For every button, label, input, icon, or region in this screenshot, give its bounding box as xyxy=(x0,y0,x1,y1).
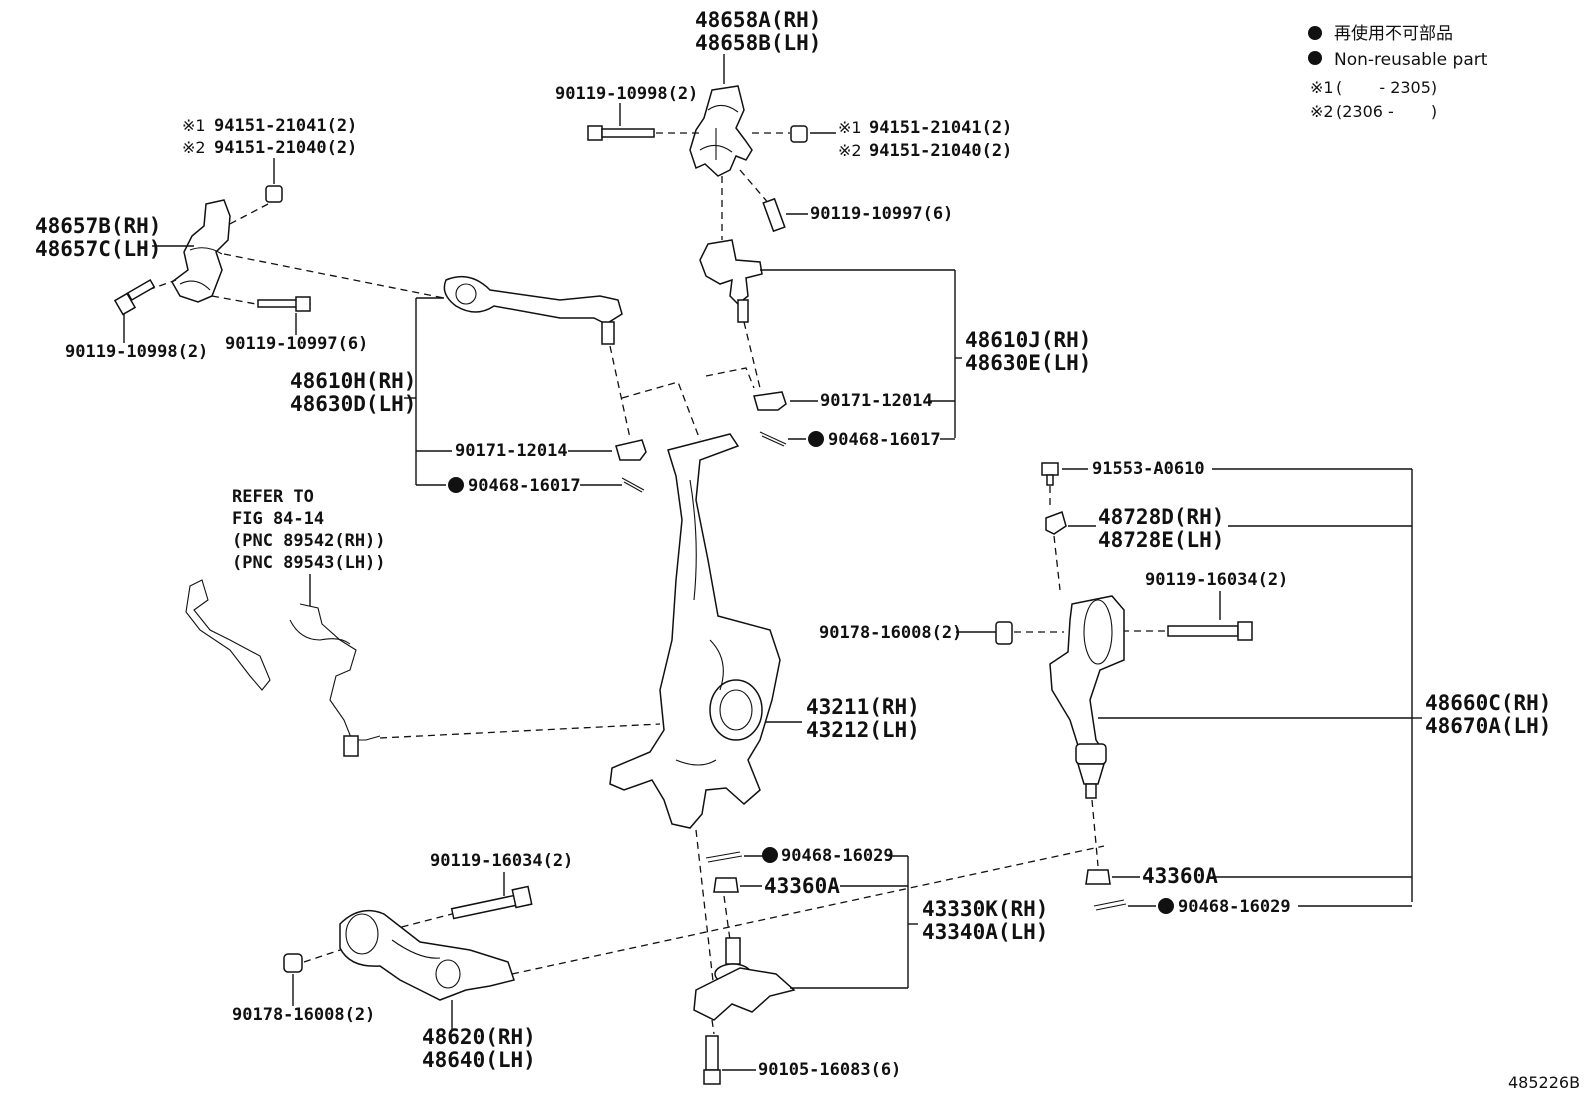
label-48657B: 48657B(RH) xyxy=(35,214,161,238)
non-reusable-dot-icon xyxy=(808,431,824,447)
upper-arm-rear-part xyxy=(699,239,763,323)
bolt-icon xyxy=(587,125,655,141)
label-nut-43360A-right: 43360A xyxy=(1142,864,1218,888)
bolt-icon xyxy=(1167,621,1253,641)
label-nut-top-right-2-mark: ※2 xyxy=(838,141,862,160)
label-pin-90468-29-right: 90468-16029 xyxy=(1178,897,1291,917)
left-bracket-part xyxy=(171,199,231,303)
cotter-pin-icon xyxy=(621,477,645,493)
castle-nut-icon xyxy=(615,439,647,461)
non-reusable-dot-icon xyxy=(762,847,778,863)
label-nut-top-right-1: 94151-21041(2) xyxy=(869,118,1012,138)
bolt-icon xyxy=(113,279,156,316)
nut-icon xyxy=(1085,869,1111,885)
label-nut-left-2: 94151-21040(2) xyxy=(214,138,357,158)
nut-icon xyxy=(790,125,808,143)
non-reusable-dot-icon xyxy=(1158,898,1174,914)
legend: 再使用不可部品 Non-reusable part ※1 ( - 2305) ※… xyxy=(1308,23,1488,121)
legend-note2: (2306 - ) xyxy=(1336,102,1437,121)
label-48630E: 48630E(LH) xyxy=(965,351,1091,375)
nut-icon xyxy=(995,621,1013,645)
bracket-icon xyxy=(1045,511,1067,535)
label-nut-left-2-mark: ※2 xyxy=(182,138,206,157)
label-nut-left-1: 94151-21041(2) xyxy=(214,116,357,136)
label-43330K: 43330K(RH) xyxy=(922,897,1048,921)
label-nut-90171-left: 90171-12014 xyxy=(455,441,568,461)
label-43340A: 43340A(LH) xyxy=(922,920,1048,944)
label-48728D: 48728D(RH) xyxy=(1098,505,1224,529)
label-bolt-90119-lower: 90119-16034(2) xyxy=(430,851,573,871)
label-48640: 48640(LH) xyxy=(422,1048,536,1072)
upper-bracket-part xyxy=(689,85,753,177)
label-nut-90178-right: 90178-16008(2) xyxy=(819,623,962,643)
label-48728E: 48728E(LH) xyxy=(1098,528,1224,552)
steering-knuckle-part xyxy=(609,433,781,829)
lower-arm-rear-part xyxy=(1049,595,1125,799)
lower-arm-front-part xyxy=(339,909,515,1001)
label-bolt-91553: 91553-A0610 xyxy=(1092,459,1205,479)
label-48670A: 48670A(LH) xyxy=(1425,714,1551,738)
bolt-icon xyxy=(762,197,786,233)
label-nut-90178-lower: 90178-16008(2) xyxy=(232,1005,375,1025)
nut-icon xyxy=(265,185,283,203)
cotter-pin-icon xyxy=(759,431,787,447)
cotter-pin-icon xyxy=(1093,899,1127,911)
label-nut-43360A-center: 43360A xyxy=(764,874,840,898)
bolt-icon xyxy=(1041,462,1059,486)
refer-line2: FIG 84-14 xyxy=(232,509,324,529)
refer-line3: (PNC 89542(RH)) xyxy=(232,531,386,551)
label-48620: 48620(RH) xyxy=(422,1025,536,1049)
label-43211: 43211(RH) xyxy=(806,695,920,719)
bolt-icon xyxy=(257,296,311,312)
cotter-pin-icon xyxy=(705,851,743,863)
refer-line4: (PNC 89543(LH)) xyxy=(232,553,386,573)
upper-arm-front-part xyxy=(443,275,623,345)
label-48610H: 48610H(RH) xyxy=(290,369,416,393)
label-nut-top-right-2: 94151-21040(2) xyxy=(869,141,1012,161)
label-pin-90468-right: 90468-16017 xyxy=(828,430,941,450)
label-bolt-left-a: 90119-10998(2) xyxy=(65,342,208,362)
legend-jp: 再使用不可部品 xyxy=(1334,23,1453,44)
label-48658A: 48658A(RH) xyxy=(695,8,821,32)
ball-joint-part xyxy=(693,937,796,1021)
label-43212: 43212(LH) xyxy=(806,718,920,742)
abs-sensor-wire-part xyxy=(185,579,381,757)
refer-line1: REFER TO xyxy=(232,487,314,507)
nut-icon xyxy=(283,953,303,973)
label-nut-top-right-1-mark: ※1 xyxy=(838,118,862,137)
castle-nut-icon xyxy=(753,391,787,411)
label-bolt-90105: 90105-16083(6) xyxy=(758,1060,901,1080)
label-48610J: 48610J(RH) xyxy=(965,328,1091,352)
figure-id: 485226B xyxy=(1508,1073,1580,1092)
label-nut-left-1-mark: ※1 xyxy=(182,116,206,135)
legend-en: Non-reusable part xyxy=(1334,50,1488,70)
legend-note1: ( - 2305) xyxy=(1336,78,1437,97)
legend-note2-mark: ※2 xyxy=(1310,102,1334,121)
nut-icon xyxy=(713,877,739,893)
non-reusable-dot-icon xyxy=(1308,26,1322,40)
label-48630D: 48630D(LH) xyxy=(290,392,416,416)
label-bolt-left-b: 90119-10997(6) xyxy=(225,334,368,354)
bolt-icon xyxy=(703,1035,721,1085)
label-bolt-90119-right: 90119-16034(2) xyxy=(1145,570,1288,590)
label-nut-90171-right: 90171-12014 xyxy=(820,391,933,411)
label-48660C: 48660C(RH) xyxy=(1425,691,1551,715)
label-48657C: 48657C(LH) xyxy=(35,237,161,261)
legend-note1-mark: ※1 xyxy=(1310,78,1334,97)
label-bolt-top-left: 90119-10998(2) xyxy=(555,84,698,104)
label-48658B: 48658B(LH) xyxy=(695,31,821,55)
label-pin-90468-29-center: 90468-16029 xyxy=(781,846,894,866)
label-bolt-top-lower: 90119-10997(6) xyxy=(810,204,953,224)
non-reusable-dot-icon xyxy=(1308,51,1322,65)
label-pin-90468-left: 90468-16017 xyxy=(468,476,581,496)
bolt-icon xyxy=(450,885,533,920)
non-reusable-dot-icon xyxy=(448,477,464,493)
